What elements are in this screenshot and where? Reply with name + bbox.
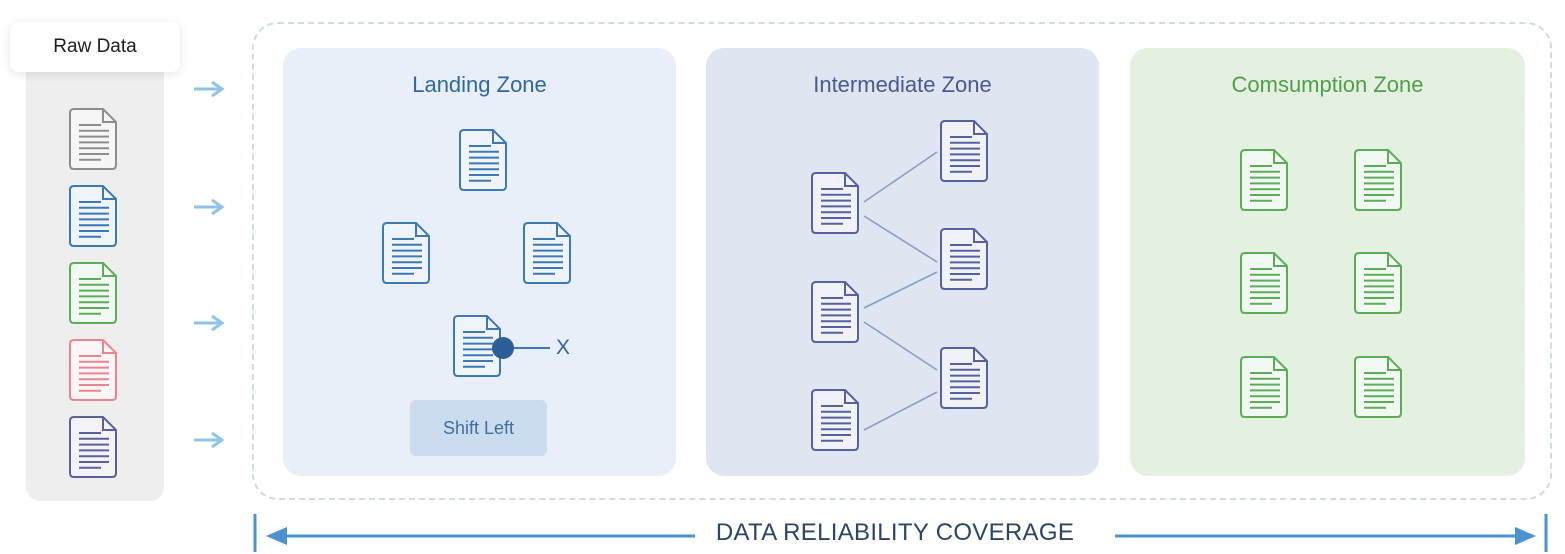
landing-document-icon	[459, 129, 507, 191]
raw-document-icon	[69, 108, 117, 170]
intermediate-document-icon	[940, 347, 988, 409]
raw-data-title: Raw Data	[10, 22, 180, 72]
consumption-document-icon	[1354, 149, 1402, 211]
landing-document-icon	[382, 222, 430, 284]
lineage-connectors	[863, 151, 938, 431]
consumption-zone	[1130, 48, 1525, 476]
flow-arrow-icon	[194, 314, 225, 332]
consumption-zone-title: Comsumption Zone	[1231, 72, 1424, 97]
consumption-document-icon	[1354, 356, 1402, 418]
raw-document-icon	[69, 185, 117, 247]
flow-arrow-icon	[194, 80, 225, 98]
raw-document-icon	[69, 339, 117, 401]
zones-frame	[252, 22, 1552, 500]
landing-document-icon	[453, 315, 501, 377]
blocked-pipe-icon	[492, 337, 550, 359]
consumption-document-icon	[1240, 356, 1288, 418]
intermediate-document-icon	[811, 172, 859, 234]
intermediate-zone-title: Intermediate Zone	[813, 72, 992, 97]
coverage-label: DATA RELIABILITY COVERAGE	[695, 519, 1095, 547]
coverage-double-arrow-icon	[253, 514, 1548, 552]
consumption-document-icon	[1240, 252, 1288, 314]
intermediate-zone	[706, 48, 1099, 476]
shift-left-button[interactable]: Shift Left	[410, 400, 547, 456]
landing-zone-title: Landing Zone	[412, 72, 547, 97]
intermediate-document-icon	[940, 120, 988, 182]
intermediate-document-icon	[811, 389, 859, 451]
consumption-document-icon	[1240, 149, 1288, 211]
flow-arrow-icon	[194, 198, 225, 216]
raw-document-icon	[69, 262, 117, 324]
landing-document-icon	[523, 222, 571, 284]
consumption-document-icon	[1354, 252, 1402, 314]
flow-arrow-icon	[194, 431, 225, 449]
blocked-marker-label: X	[556, 336, 571, 359]
intermediate-document-icon	[811, 281, 859, 343]
intermediate-document-icon	[940, 228, 988, 290]
raw-document-icon	[69, 416, 117, 478]
